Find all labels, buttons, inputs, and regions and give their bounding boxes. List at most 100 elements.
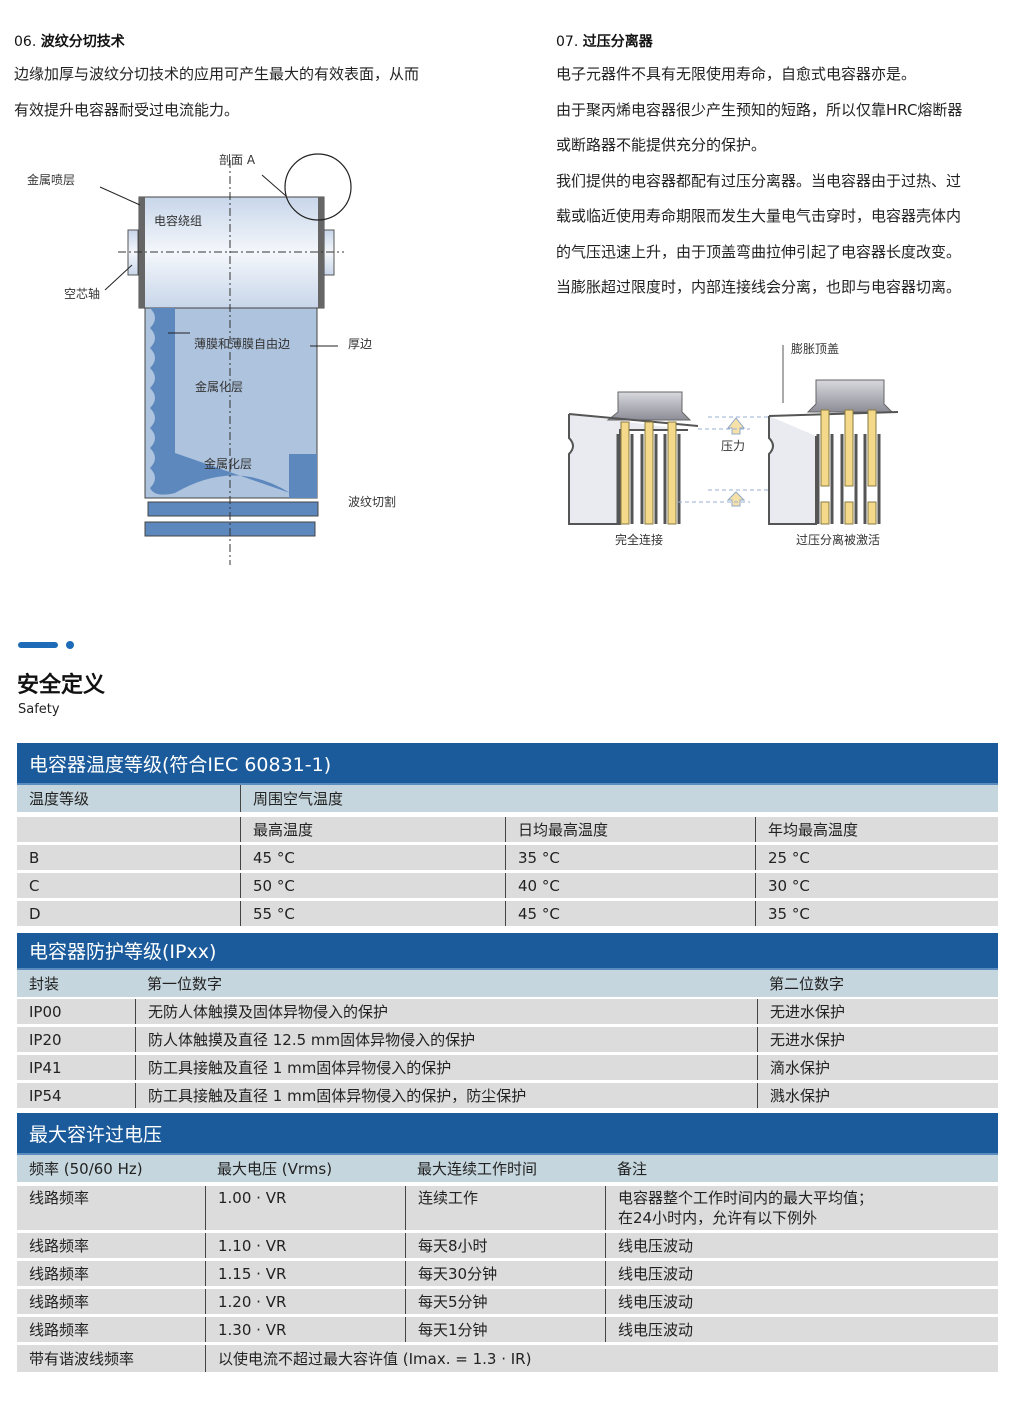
safety-title: 安全定义 — [17, 673, 106, 698]
temperature-class-table: 电容器温度等级(符合IEC 60831-1) 温度等级 周围空气温度 最高温度日… — [17, 743, 998, 926]
table-title: 电容器防护等级(IPxx) — [17, 933, 998, 970]
header-cell: 温度等级 — [29, 789, 90, 808]
table-cell: 线路频率 — [29, 1292, 90, 1311]
section-06-heading: 06. 波纹分切技术 — [14, 31, 125, 51]
table-cell: 1.10 · VR — [205, 1233, 405, 1258]
section-number: 07. — [556, 34, 579, 50]
table-cell: 1.15 · VR — [205, 1261, 405, 1286]
label-metallized: 金属化层 — [195, 380, 244, 394]
table-cell: 25 °C — [755, 845, 998, 870]
header-cell: 最大连续工作时间 — [417, 1159, 538, 1178]
table-title: 电容器温度等级(符合IEC 60831-1) — [17, 743, 998, 785]
table-cell: D — [29, 904, 41, 923]
paragraph-line: 边缘加厚与波纹分切技术的应用可产生最大的有效表面，从而 — [14, 65, 420, 83]
table-cell: 线路频率 — [29, 1320, 90, 1339]
table-cell: IP00 — [29, 1002, 62, 1021]
label-expand-cap: 膨胀顶盖 — [791, 342, 840, 356]
section-title: 波纹分切技术 — [40, 34, 125, 50]
table-cell: 防工具接触及直径 1 mm固体异物侵入的保护 — [135, 1055, 757, 1080]
ip-protection-table: 电容器防护等级(IPxx) 封装 第一位数字 第二位数字 IP00 无防人体触摸及… — [17, 933, 998, 1108]
label-metallized: 金属化层 — [204, 457, 253, 471]
table-cell: IP54 — [29, 1086, 62, 1105]
table-cell: 1.30 · VR — [205, 1317, 405, 1342]
table-cell: 年均最高温度 — [755, 817, 998, 842]
table-cell: 防工具接触及直径 1 mm固体异物侵入的保护，防尘保护 — [135, 1083, 757, 1108]
table-cell: B — [29, 848, 40, 867]
table-cell: 50 °C — [240, 873, 505, 898]
table-cell: IP41 — [29, 1058, 62, 1077]
header-cell: 最大电压 (Vrms) — [217, 1159, 333, 1178]
section-07-paragraph: 电子元器件不具有无限使用寿命，自愈式电容器亦是。 由于聚丙烯电容器很少产生预知的… — [556, 57, 962, 306]
header-cell: 第一位数字 — [147, 974, 223, 993]
overpressure-disconnector-diagram — [568, 345, 899, 525]
table-cell: 每天30分钟 — [405, 1261, 605, 1286]
table-cell: 30 °C — [755, 873, 998, 898]
table-cell: 以使电流不超过最大容许值 (Imax. = 1.3 · IR) — [205, 1345, 998, 1372]
label-hollow-axis: 空芯轴 — [64, 287, 101, 301]
header-cell: 封装 — [29, 974, 60, 993]
paragraph-line: 由于聚丙烯电容器很少产生预知的短路，所以仅靠HRC熔断器 — [556, 100, 963, 119]
table-cell: 45 °C — [240, 845, 505, 870]
table-cell: 每天1分钟 — [405, 1317, 605, 1342]
table-cell: 日均最高温度 — [505, 817, 755, 842]
overvoltage-table: 最大容许过电压 频率 (50/60 Hz) 最大电压 (Vrms) 最大连续工作… — [17, 1113, 998, 1372]
table-cell: 连续工作 — [405, 1186, 605, 1230]
section-07-heading: 07. 过压分离器 — [556, 31, 653, 51]
table-cell: 最高温度 — [240, 817, 505, 842]
header-cell: 备注 — [617, 1159, 648, 1178]
table-cell: 35 °C — [755, 901, 998, 926]
table-cell: IP20 — [29, 1030, 62, 1049]
header-cell: 频率 (50/60 Hz) — [29, 1159, 143, 1178]
table-cell: 溅水保护 — [757, 1083, 998, 1108]
table-row: 最高温度日均最高温度年均最高温度 — [17, 817, 998, 842]
section-title: 过压分离器 — [582, 34, 653, 50]
safety-subtitle: Safety — [18, 702, 60, 717]
table-cell: 线路频率 — [29, 1264, 90, 1283]
table-cell: 滴水保护 — [757, 1055, 998, 1080]
section-06-paragraph: 边缘加厚与波纹分切技术的应用可产生最大的有效表面，从而 有效提升电容器耐受过电流… — [14, 57, 419, 128]
table-cell: 无进水保护 — [757, 1027, 998, 1052]
label-connected: 完全连接 — [615, 533, 664, 547]
table-title: 最大容许过电压 — [17, 1113, 998, 1155]
paragraph-line: 的气压迅速上升，由于顶盖弯曲拉伸引起了电容器长度改变。 — [556, 242, 962, 261]
table-cell: 55 °C — [240, 901, 505, 926]
header-cell: 第二位数字 — [769, 974, 845, 993]
label-activated: 过压分离被激活 — [796, 533, 881, 547]
table-cell: 线电压波动 — [605, 1289, 998, 1314]
label-winding: 电容绕组 — [154, 214, 203, 228]
table-cell: 无防人体触摸及固体异物侵入的保护 — [135, 999, 757, 1024]
table-header-row: 封装 第一位数字 第二位数字 — [17, 970, 998, 997]
paragraph-line: 我们提供的电容器都配有过压分离器。当电容器由于过热、过 — [556, 171, 962, 190]
paragraph-line: 或断路器不能提供充分的保护。 — [556, 136, 767, 154]
label-wave-cut: 波纹切割 — [348, 495, 397, 509]
table-header-row: 温度等级 周围空气温度 — [17, 785, 998, 812]
label-pressure: 压力 — [721, 439, 746, 453]
paragraph-line: 当膨胀超过限度时，内部连接线会分离，也即与电容器切离。 — [556, 278, 962, 296]
table-cell: 带有谐波线频率 — [29, 1349, 135, 1368]
table-row: IP54 防工具接触及直径 1 mm固体异物侵入的保护，防尘保护溅水保护 — [17, 1083, 998, 1108]
label-thick-edge: 厚边 — [348, 337, 373, 351]
table-cell: 线路频率 — [29, 1189, 90, 1207]
paragraph-line: 电子元器件不具有无限使用寿命，自愈式电容器亦是。 — [556, 65, 917, 83]
table-cell: 线电压波动 — [605, 1317, 998, 1342]
label-film-edge: 薄膜和薄膜自由边 — [194, 337, 291, 351]
table-row: IP41 防工具接触及直径 1 mm固体异物侵入的保护滴水保护 — [17, 1055, 998, 1080]
table-cell: 45 °C — [505, 901, 755, 926]
header-cell: 周围空气温度 — [240, 785, 998, 812]
table-cell: 1.00 · VR — [205, 1186, 405, 1230]
paragraph-line: 载或临近使用寿命期限而发生大量电气击穿时，电容器壳体内 — [556, 207, 962, 225]
table-cell: C — [29, 876, 40, 895]
table-cell: 线电压波动 — [605, 1233, 998, 1258]
paragraph-line: 有效提升电容器耐受过电流能力。 — [14, 100, 240, 119]
table-cell: 40 °C — [505, 873, 755, 898]
accent-dot — [66, 641, 74, 649]
table-cell: 35 °C — [505, 845, 755, 870]
